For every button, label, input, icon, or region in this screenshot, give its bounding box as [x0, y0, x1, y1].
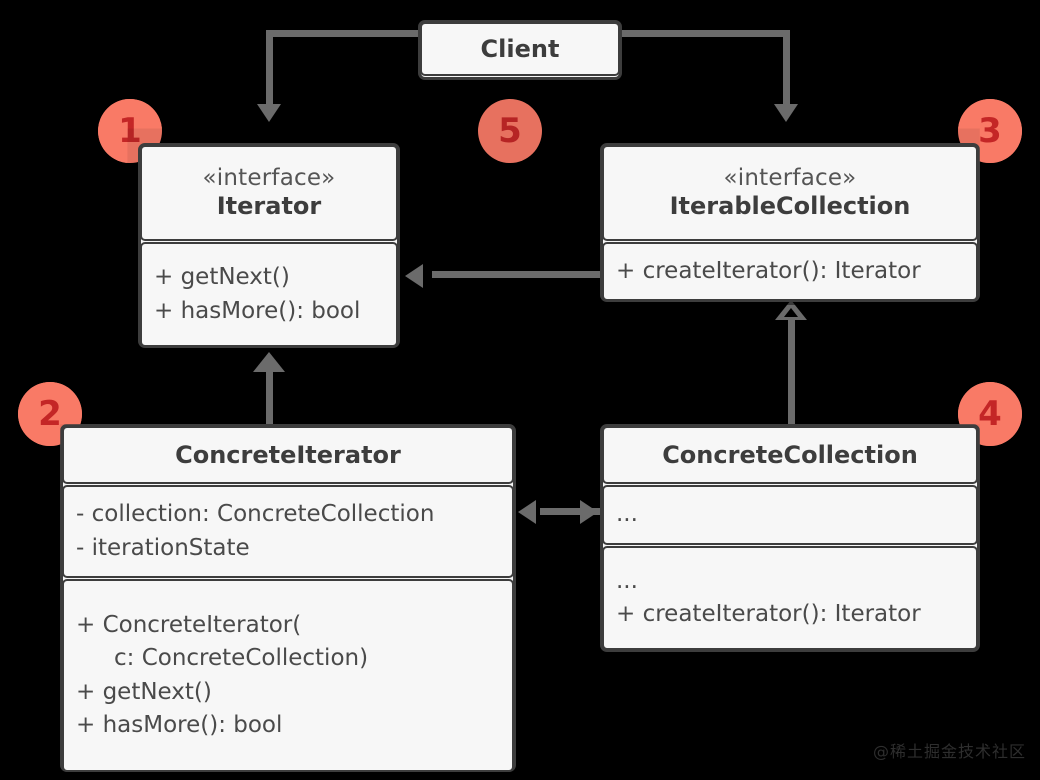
iterablecollection-stereotype: «interface»	[723, 165, 857, 192]
badge-5: 5	[478, 99, 542, 163]
concreteiterator-attributes-compartment: - collection: ConcreteCollection - itera…	[62, 485, 514, 578]
iterablecollection-class-name: IterableCollection	[669, 191, 911, 220]
concreteiterator-class-name: ConcreteIterator	[175, 440, 401, 469]
iterator-stereotype: «interface»	[202, 165, 336, 192]
connector-concretecollection-to-iterablecollection	[788, 318, 795, 430]
arrowhead-to-concreteiterator	[518, 500, 536, 524]
concreteiterator-title-compartment: ConcreteIterator	[62, 426, 514, 484]
iterator-method-0: + getNext()	[154, 264, 290, 291]
concreteiterator-method-3: + hasMore(): bool	[76, 711, 283, 738]
concretecollection-title-compartment: ConcreteCollection	[602, 426, 978, 484]
concretecollection-attributes-compartment: ...	[602, 485, 978, 545]
connector-client-to-iterablecollection-vertical	[783, 30, 790, 108]
iterator-methods-compartment: + getNext() + hasMore(): bool	[140, 242, 398, 347]
arrowhead-to-concretecollection	[580, 500, 598, 524]
concretecollection-method-0: ...	[616, 567, 638, 594]
concreteiterator-methods-compartment: + ConcreteIterator( c: ConcreteCollectio…	[62, 579, 514, 772]
connector-client-to-iterablecollection-horizontal	[614, 30, 790, 37]
class-box-iterablecollection[interactable]: «interface» IterableCollection + createI…	[600, 143, 980, 302]
class-box-concretecollection[interactable]: ConcreteCollection ... ... + createItera…	[600, 424, 980, 652]
concreteiterator-attribute-1: - iterationState	[76, 534, 250, 561]
iterablecollection-methods-compartment: + createIterator(): Iterator	[602, 242, 978, 301]
concreteiterator-method-2: + getNext()	[76, 678, 212, 705]
client-class-name: Client	[480, 34, 560, 63]
class-box-iterator[interactable]: «interface» Iterator + getNext() + hasMo…	[138, 143, 400, 348]
arrowhead-client-to-iterablecollection	[774, 104, 798, 122]
concreteiterator-attribute-0: - collection: ConcreteCollection	[76, 501, 435, 528]
iterator-title-compartment: «interface» Iterator	[140, 145, 398, 241]
arrowhead-iterablecollection-to-iterator	[405, 264, 423, 288]
watermark: @稀土掘金技术社区	[872, 742, 1026, 761]
iterablecollection-title-compartment: «interface» IterableCollection	[602, 145, 978, 241]
client-title-compartment: Client	[420, 22, 620, 76]
concretecollection-class-name: ConcreteCollection	[662, 440, 918, 469]
arrowhead-client-to-iterator	[257, 104, 281, 122]
concretecollection-method-1: + createIterator(): Iterator	[616, 601, 921, 627]
iterator-class-name: Iterator	[216, 191, 322, 220]
iterator-method-1: + hasMore(): bool	[154, 297, 361, 324]
concretecollection-attribute-0: ...	[616, 501, 638, 528]
class-box-concreteiterator[interactable]: ConcreteIterator - collection: ConcreteC…	[60, 424, 516, 772]
concretecollection-methods-compartment: ... + createIterator(): Iterator	[602, 546, 978, 650]
concreteiterator-method-1: c: ConcreteCollection)	[114, 645, 369, 672]
connector-client-to-iterator-horizontal	[266, 30, 426, 37]
arrowhead-concreteiterator-realizes-iterator	[253, 352, 285, 372]
arrowhead-concretecollection-realizes-iterablecollection	[775, 300, 807, 320]
connector-concreteiterator-concretecollection	[540, 508, 600, 515]
concreteiterator-method-0: + ConcreteIterator(	[76, 611, 302, 638]
badge-4-overlay: 4	[958, 382, 1022, 446]
connector-client-to-iterator-vertical	[266, 30, 273, 108]
class-box-client[interactable]: Client	[418, 20, 622, 80]
connector-concreteiterator-to-iterator	[266, 360, 273, 430]
iterablecollection-method-0: + createIterator(): Iterator	[616, 257, 921, 284]
connector-iterablecollection-to-iterator	[432, 271, 604, 278]
